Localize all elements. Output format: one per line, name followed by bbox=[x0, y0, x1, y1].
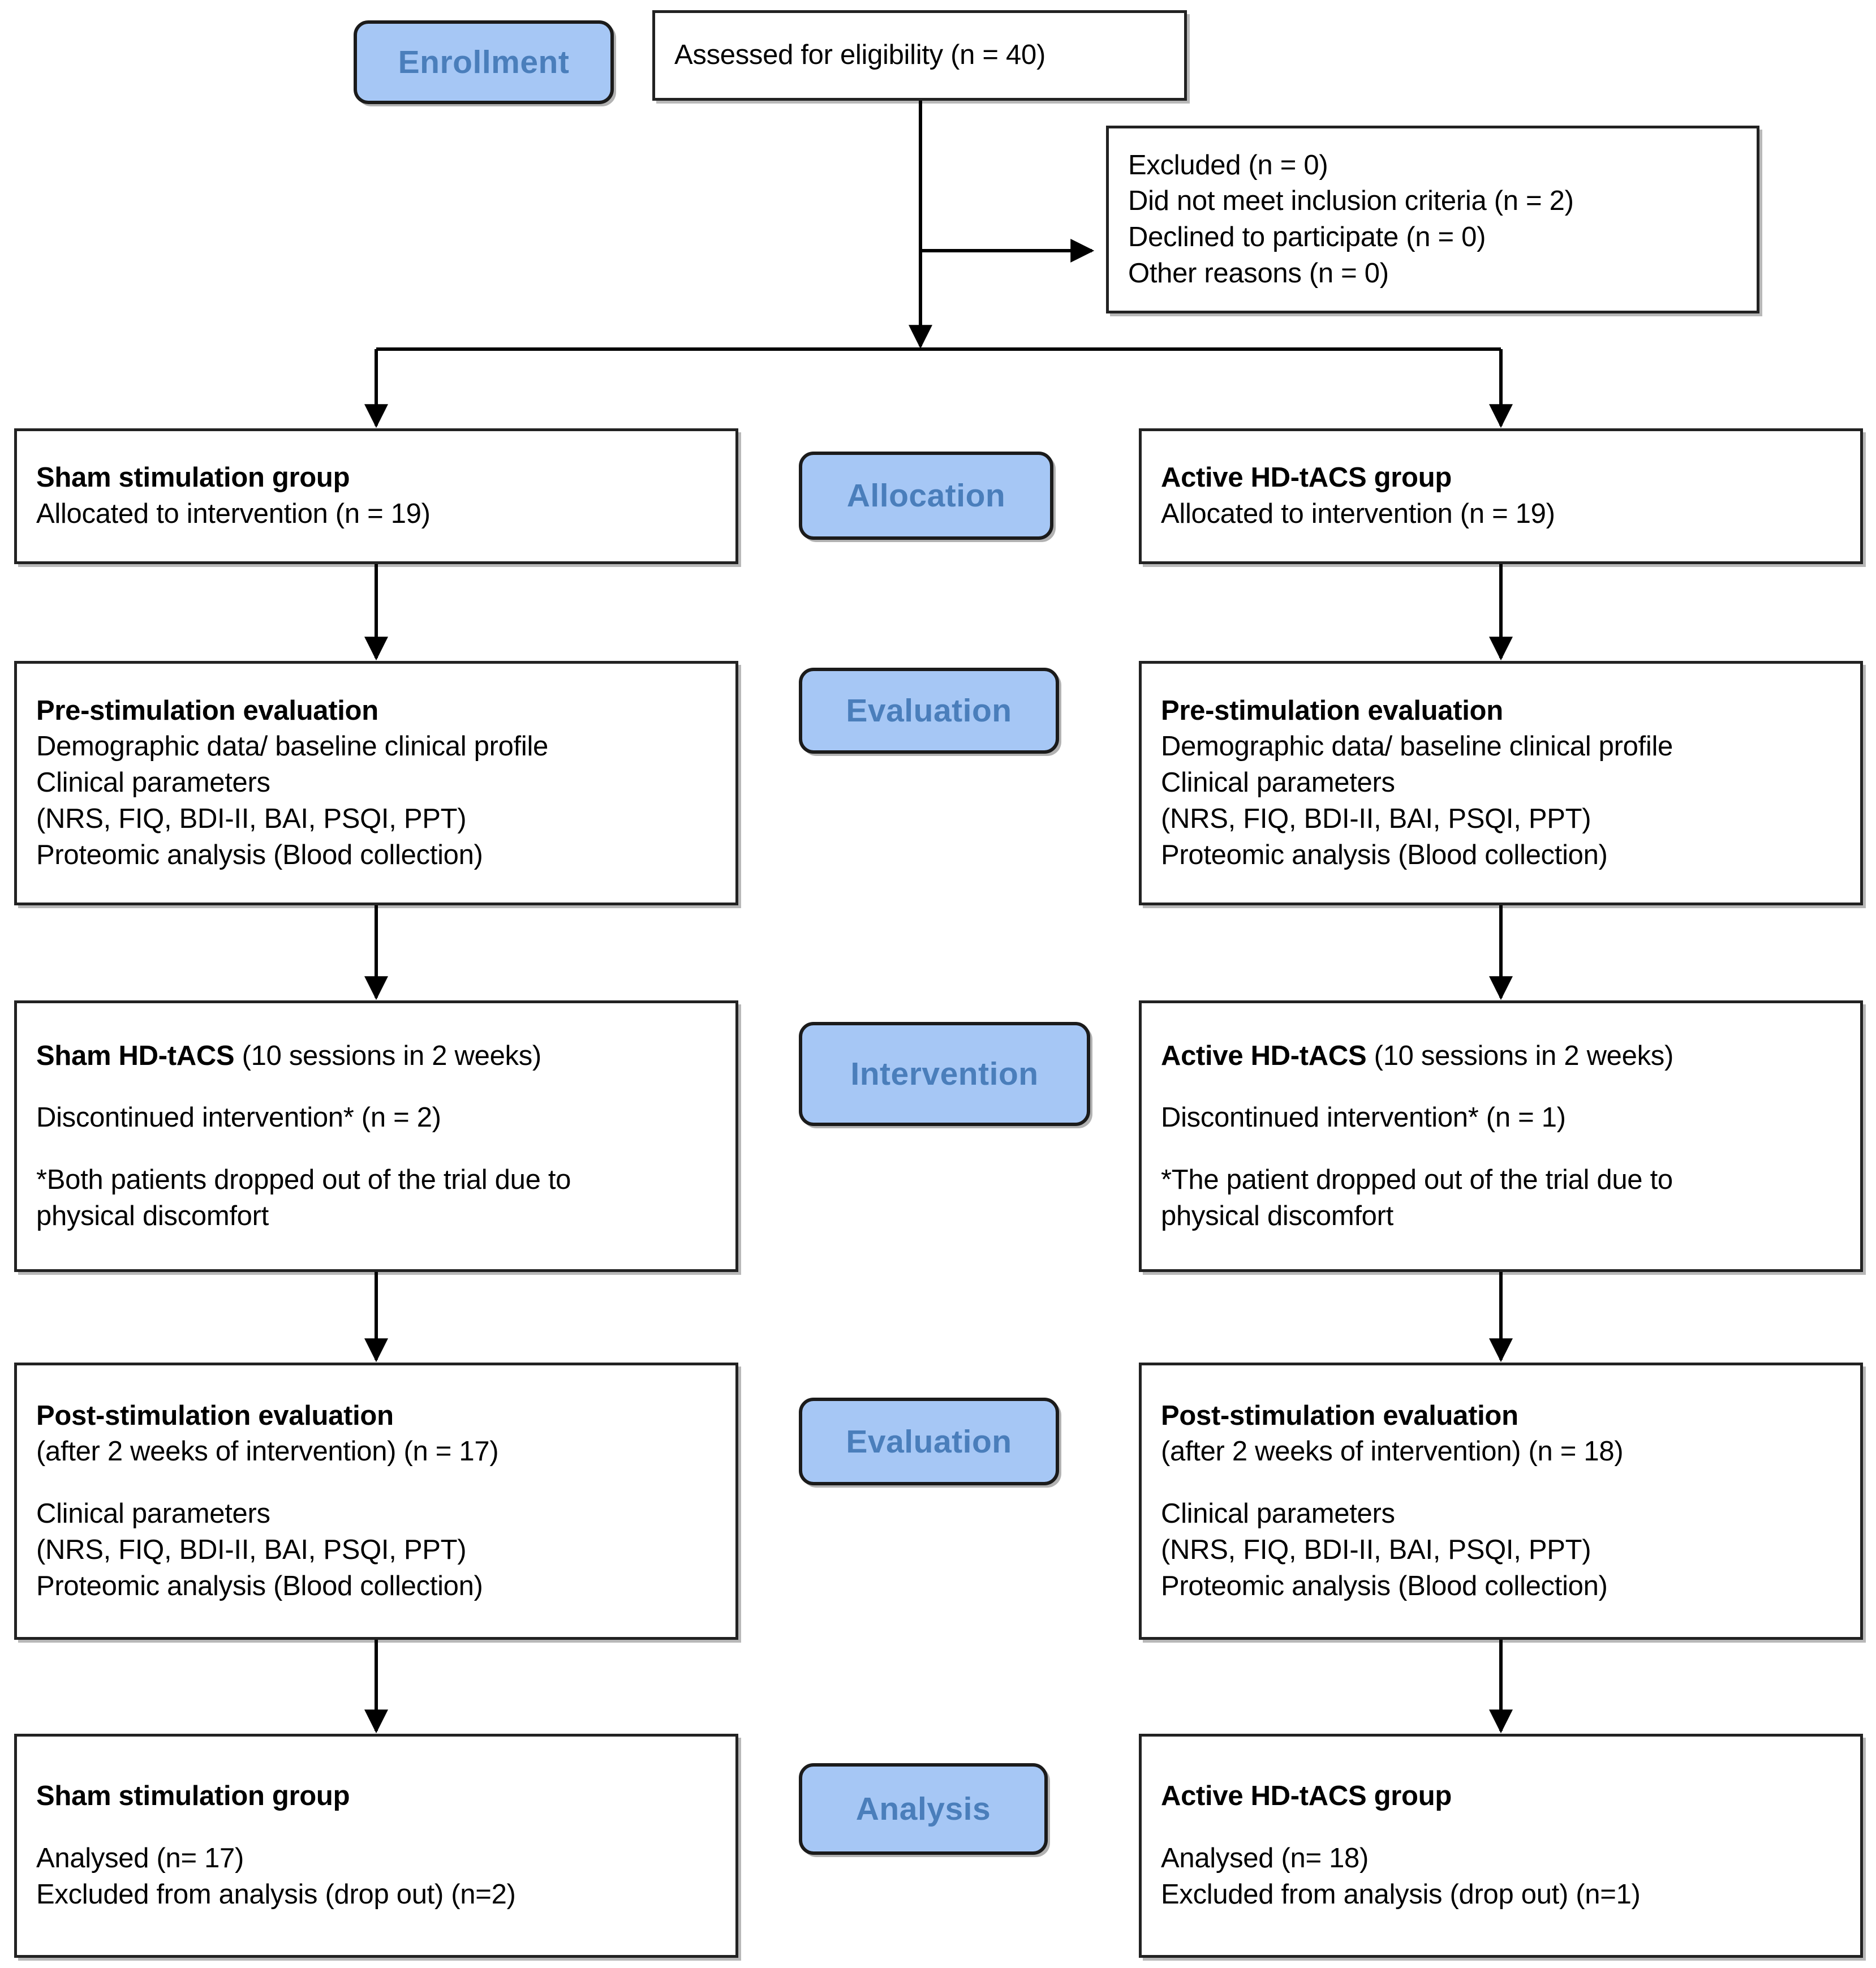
node-line-spacer bbox=[36, 1074, 716, 1100]
node-line-spacer bbox=[36, 1470, 716, 1496]
stage-badge-enrollment: Enrollment bbox=[354, 20, 614, 104]
node-excluded: Excluded (n = 0) Did not meet inclusion c… bbox=[1106, 126, 1759, 313]
stage-badge-intervention-label: Intervention bbox=[850, 1056, 1039, 1092]
node-line: Analysed (n= 17) bbox=[36, 1843, 244, 1874]
node-line: Allocated to intervention (n = 19) bbox=[1161, 499, 1555, 529]
node-line: (NRS, FIQ, BDI-II, BAI, PSQI, PPT) bbox=[1161, 803, 1591, 834]
node-line: Analysed (n= 18) bbox=[1161, 1843, 1369, 1874]
node-intervention-sham: Sham HD-tACS (10 sessions in 2 weeks) Di… bbox=[14, 1000, 738, 1272]
node-line: Clinical parameters bbox=[1161, 767, 1395, 798]
node-intervention-active: Active HD-tACS (10 sessions in 2 weeks) … bbox=[1139, 1000, 1863, 1272]
node-line-spacer bbox=[36, 1815, 716, 1841]
stage-badge-intervention: Intervention bbox=[799, 1022, 1090, 1126]
stage-badge-evaluation-pre: Evaluation bbox=[799, 668, 1059, 754]
node-line: Excluded (n = 0) bbox=[1128, 149, 1328, 181]
node-line: Sham HD-tACS (10 sessions in 2 weeks) bbox=[36, 1038, 716, 1075]
node-line: Proteomic analysis (Blood collection) bbox=[1161, 839, 1608, 870]
node-line: Pre-stimulation evaluation bbox=[1161, 695, 1503, 726]
node-lines: Sham stimulation group Analysed (n= 17) E… bbox=[17, 1778, 735, 1913]
node-line: Sham stimulation group bbox=[36, 1781, 350, 1812]
node-line: *The patient dropped out of the trial du… bbox=[1161, 1165, 1673, 1195]
node-line: Discontinued intervention* (n = 1) bbox=[1161, 1102, 1566, 1133]
node-line: Post-stimulation evaluation bbox=[36, 1400, 394, 1431]
node-lines: Sham HD-tACS (10 sessions in 2 weeks) Di… bbox=[17, 1038, 735, 1235]
node-line: physical discomfort bbox=[1161, 1200, 1393, 1231]
node-line: (NRS, FIQ, BDI-II, BAI, PSQI, PPT) bbox=[36, 1534, 467, 1565]
node-lines: Excluded (n = 0) Did not meet inclusion c… bbox=[1109, 148, 1757, 292]
stage-badge-evaluation-post: Evaluation bbox=[799, 1398, 1059, 1485]
node-line: Excluded from analysis (drop out) (n=1) bbox=[1161, 1879, 1641, 1910]
node-line: Clinical parameters bbox=[36, 767, 270, 798]
node-line: Active HD-tACS group bbox=[1161, 1781, 1452, 1812]
node-line: *Both patients dropped out of the trial … bbox=[36, 1165, 571, 1195]
node-line-emphasis: Active HD-tACS bbox=[1161, 1040, 1367, 1071]
node-line: Clinical parameters bbox=[1161, 1498, 1395, 1529]
node-line: Proteomic analysis (Blood collection) bbox=[36, 839, 483, 870]
node-line: Excluded from analysis (drop out) (n=2) bbox=[36, 1879, 516, 1910]
node-line: (NRS, FIQ, BDI-II, BAI, PSQI, PPT) bbox=[36, 803, 467, 834]
node-lines: Active HD-tACS group Analysed (n= 18) Exc… bbox=[1142, 1778, 1860, 1913]
node-lines: Active HD-tACS (10 sessions in 2 weeks) … bbox=[1142, 1038, 1860, 1235]
node-line-spacer bbox=[1161, 1136, 1841, 1162]
node-line-tail: (10 sessions in 2 weeks) bbox=[1366, 1040, 1674, 1071]
stage-badge-allocation: Allocation bbox=[799, 452, 1053, 540]
stage-badge-analysis-label: Analysis bbox=[855, 1791, 991, 1827]
node-analysis-active: Active HD-tACS group Analysed (n= 18) Exc… bbox=[1139, 1734, 1863, 1958]
node-line: Other reasons (n = 0) bbox=[1128, 257, 1389, 289]
node-line: (after 2 weeks of intervention) (n = 18) bbox=[1161, 1436, 1624, 1467]
node-line: (after 2 weeks of intervention) (n = 17) bbox=[36, 1436, 499, 1467]
node-line: (NRS, FIQ, BDI-II, BAI, PSQI, PPT) bbox=[1161, 1534, 1591, 1565]
node-line: Sham stimulation group bbox=[36, 462, 350, 493]
node-assessed-for-eligibility: Assessed for eligibility (n = 40) bbox=[652, 10, 1187, 101]
node-line: Did not meet inclusion criteria (n = 2) bbox=[1128, 186, 1574, 217]
node-lines: Post-stimulation evaluation (after 2 week… bbox=[1142, 1398, 1860, 1604]
node-line: Proteomic analysis (Blood collection) bbox=[36, 1570, 483, 1601]
node-line-emphasis: Sham HD-tACS bbox=[36, 1040, 235, 1071]
stage-badge-analysis: Analysis bbox=[799, 1763, 1048, 1855]
node-line: Discontinued intervention* (n = 2) bbox=[36, 1102, 441, 1133]
stage-badge-enrollment-label: Enrollment bbox=[398, 44, 570, 80]
node-lines: Post-stimulation evaluation (after 2 week… bbox=[17, 1398, 735, 1604]
node-line: Clinical parameters bbox=[36, 1498, 270, 1529]
node-line-spacer bbox=[1161, 1470, 1841, 1496]
node-line-tail: (10 sessions in 2 weeks) bbox=[234, 1040, 542, 1071]
node-line-spacer bbox=[36, 1136, 716, 1162]
stage-badge-allocation-label: Allocation bbox=[846, 478, 1006, 514]
node-line: Demographic data/ baseline clinical prof… bbox=[36, 731, 548, 762]
node-line: Allocated to intervention (n = 19) bbox=[36, 499, 431, 529]
node-analysis-sham: Sham stimulation group Analysed (n= 17) E… bbox=[14, 1734, 738, 1958]
stage-badge-evaluation-post-label: Evaluation bbox=[846, 1423, 1012, 1460]
node-line: Active HD-tACS group bbox=[1161, 462, 1452, 493]
stage-badge-evaluation-pre-label: Evaluation bbox=[846, 693, 1012, 729]
node-lines: Assessed for eligibility (n = 40) bbox=[655, 37, 1184, 74]
node-post-evaluation-active: Post-stimulation evaluation (after 2 week… bbox=[1139, 1363, 1863, 1640]
node-line: Assessed for eligibility (n = 40) bbox=[674, 40, 1045, 71]
node-line: Declined to participate (n = 0) bbox=[1128, 222, 1486, 252]
node-line: Active HD-tACS (10 sessions in 2 weeks) bbox=[1161, 1038, 1841, 1075]
node-line-spacer bbox=[1161, 1074, 1841, 1100]
node-post-evaluation-sham: Post-stimulation evaluation (after 2 week… bbox=[14, 1363, 738, 1640]
node-line: Post-stimulation evaluation bbox=[1161, 1400, 1518, 1431]
node-line: Demographic data/ baseline clinical prof… bbox=[1161, 731, 1673, 762]
node-line: Proteomic analysis (Blood collection) bbox=[1161, 1570, 1608, 1601]
node-line: Pre-stimulation evaluation bbox=[36, 695, 378, 726]
node-line-spacer bbox=[1161, 1815, 1841, 1841]
node-line: physical discomfort bbox=[36, 1200, 269, 1231]
